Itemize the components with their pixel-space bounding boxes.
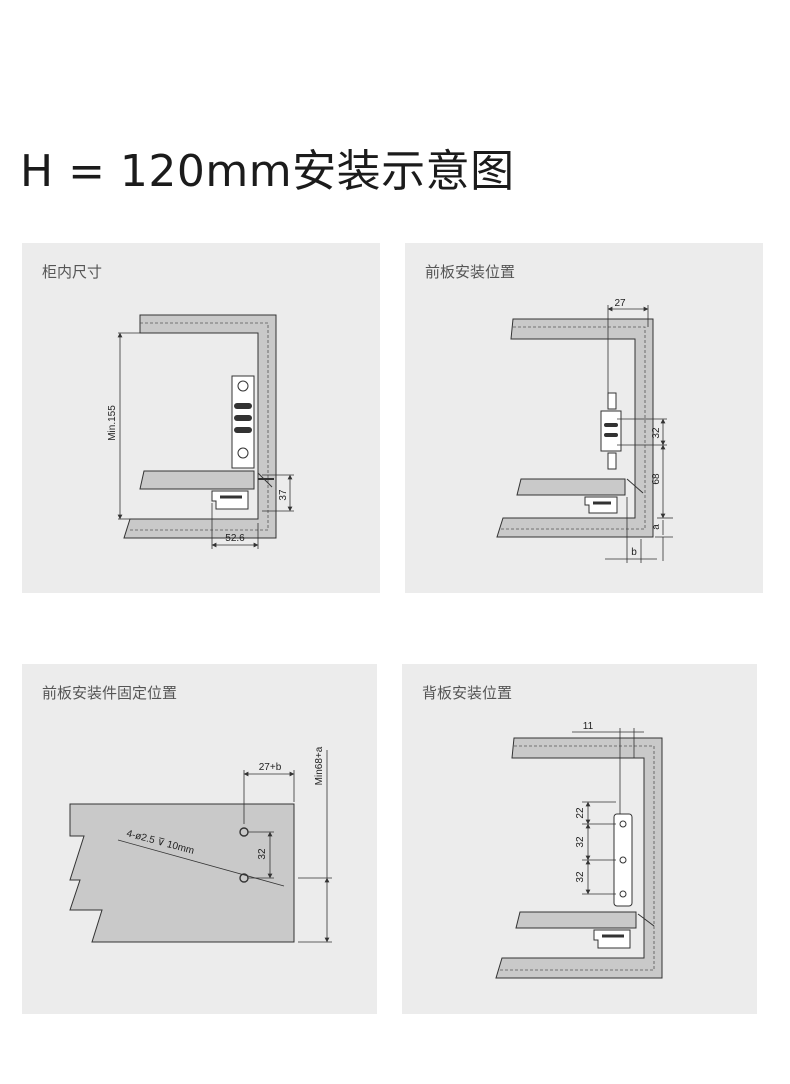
dim-horizontal: 27+b (259, 762, 282, 773)
front-bracket (600, 410, 622, 452)
back-board-position-diagram: 11 22 32 32 (495, 721, 663, 979)
dim-a: a (651, 524, 662, 530)
cabinet-top-side-board (496, 318, 654, 538)
drawer-bottom-board (515, 911, 637, 929)
drawer-bottom-board (139, 470, 255, 490)
dim-b: b (631, 547, 637, 558)
dim-gap-1: 22 (575, 807, 586, 819)
dim-gap-3: 32 (575, 871, 586, 883)
dim-height: 68 (651, 473, 662, 485)
dim-min-height: Min68+a (314, 746, 325, 785)
front-fixing-position-diagram: 4-ø2.5 ⊽ 10mm 27+b 32 Min68+a (69, 746, 332, 943)
panel-cabinet-dimensions: 柜内尺寸 Min.155 37 (22, 243, 380, 593)
dim-vertical: 32 (257, 848, 268, 860)
cabinet-dimensions-diagram: Min.155 37 52.6 (107, 314, 294, 549)
panel-label: 背板安装位置 (422, 684, 513, 702)
cabinet-top-side-board (495, 737, 663, 979)
dim-top: 27 (614, 298, 626, 309)
page-title: H = 120mm安装示意图 (20, 146, 515, 197)
dim-min-height: Min.155 (107, 405, 118, 441)
panel-label: 柜内尺寸 (42, 263, 103, 281)
dim-width: 52.6 (225, 533, 245, 544)
front-board (69, 803, 295, 943)
slide-rail (593, 929, 631, 949)
dim-top: 11 (583, 721, 594, 732)
back-bracket (613, 813, 633, 907)
slide-rail (211, 490, 249, 510)
dim-rail-height: 37 (278, 489, 289, 501)
drawer-bottom-board (516, 478, 626, 496)
panel-front-board-position: 前板安装位置 27 32 68 a (405, 243, 763, 593)
dim-hole-spacing: 32 (651, 427, 662, 439)
panel-label: 前板安装件固定位置 (42, 684, 178, 702)
front-bracket (231, 375, 255, 469)
front-board-position-diagram: 27 32 68 a b (496, 298, 673, 563)
slide-rail (584, 496, 618, 514)
panel-label: 前板安装位置 (425, 263, 516, 281)
dim-gap-2: 32 (575, 836, 586, 848)
panel-back-board-position: 背板安装位置 11 22 32 32 (402, 664, 757, 1014)
panel-front-fixing-position: 前板安装件固定位置 4-ø2.5 ⊽ 10mm 27+b 32 Min68+a (22, 664, 377, 1014)
